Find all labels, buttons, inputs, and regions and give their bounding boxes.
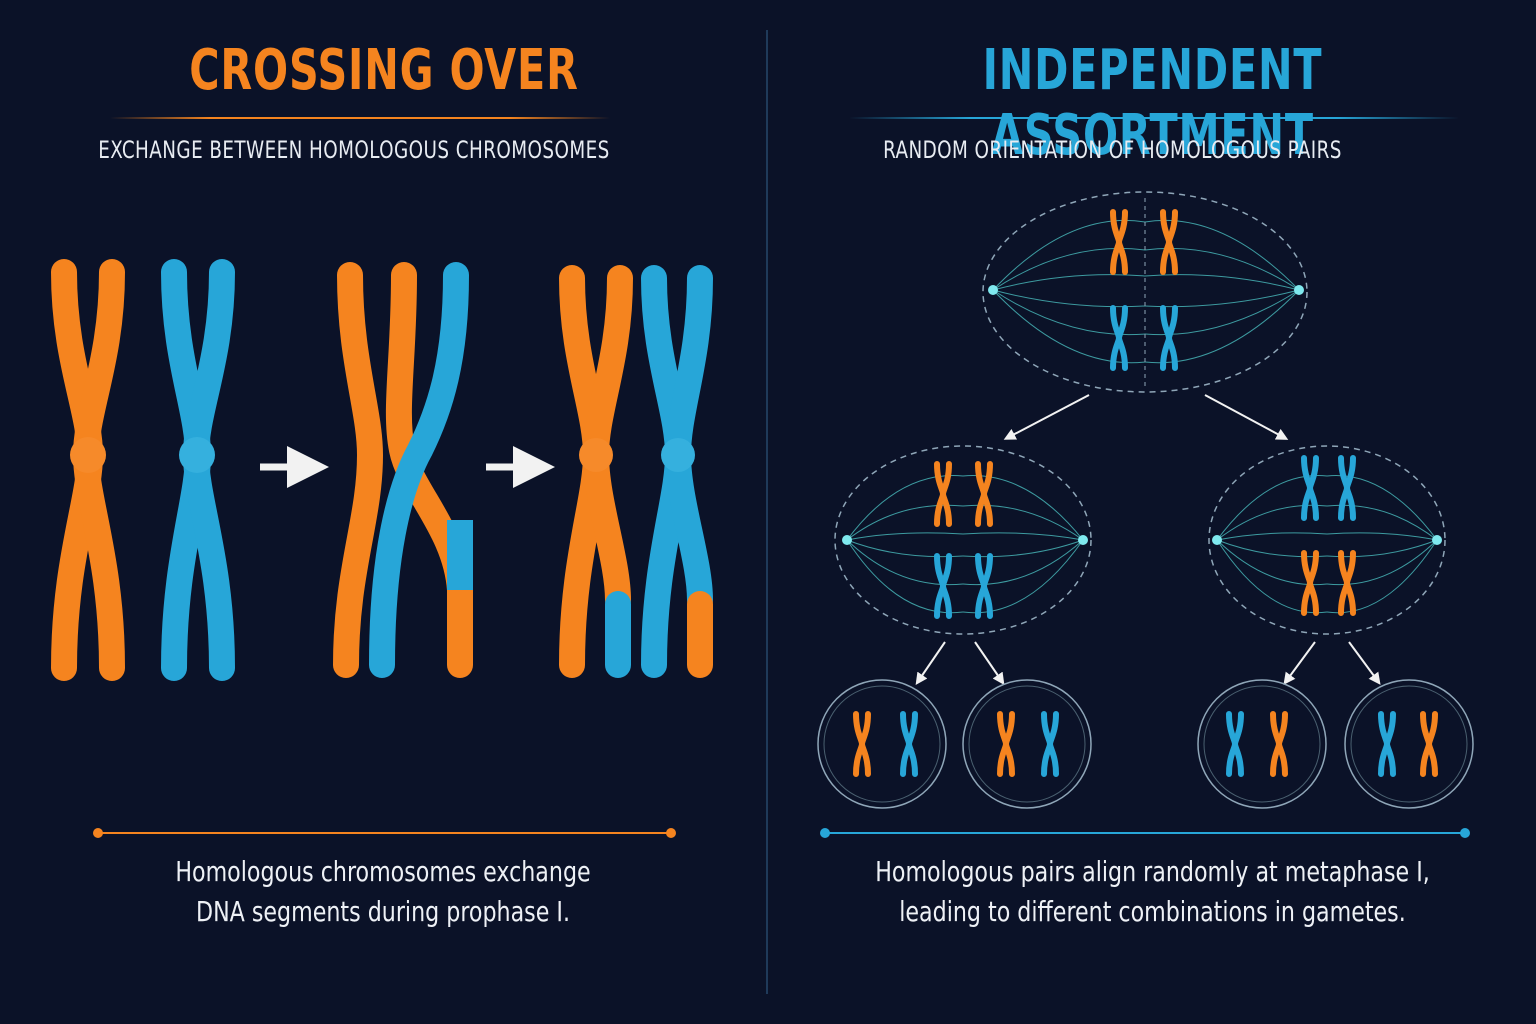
arrow-icon [1348, 641, 1381, 685]
crossing-over-panel: CROSSING OVER EXCHANGE BETWEEN HOMOLOGOU… [45, 38, 721, 932]
rule-end-dot [666, 828, 676, 838]
arrow-icon [1283, 641, 1316, 685]
rule-end-dot [1460, 828, 1470, 838]
rule-end-dot [820, 828, 830, 838]
crossing-over-bottom-rule [98, 832, 671, 834]
caption-line: Homologous chromosomes exchange [175, 855, 591, 888]
stage1-orange-centromere [70, 437, 106, 473]
spindle-fibers [992, 219, 1300, 364]
centrosome-icon [842, 535, 852, 545]
stage3-blue-centromere [661, 438, 695, 472]
centrosome-icon [1294, 285, 1304, 295]
centrosome-icon [1212, 535, 1222, 545]
metaphase-cell-right [1208, 445, 1446, 635]
crossing-over-subtitle: EXCHANGE BETWEEN HOMOLOGOUS CHROMOSOMES [98, 136, 610, 164]
gamete-cell [1197, 679, 1327, 809]
stage1-blue-centromere [179, 437, 215, 473]
independent-assortment-panel: INDEPENDENT ASSORTMENT RANDOM ORIENTATIO… [769, 0, 1536, 1024]
independent-assortment-bottom-rule [825, 832, 1465, 834]
independent-assortment-title: INDEPENDENT ASSORTMENT [982, 38, 1323, 168]
independent-assortment-subtitle: RANDOM ORIENTATION OF HOMOLOGOUS PAIRS [883, 136, 1342, 164]
caption-line: leading to different combinations in gam… [899, 895, 1406, 928]
centrosome-icon [1432, 535, 1442, 545]
stage3-orange-centromere [579, 438, 613, 472]
rule-end-dot [93, 828, 103, 838]
gamete-cell [962, 679, 1092, 809]
independent-assortment-caption: Homologous pairs align randomly at metap… [815, 852, 1490, 932]
arrow-icon [1204, 394, 1289, 440]
stage3-recombined-orange [559, 265, 633, 678]
caption-line: DNA segments during prophase I. [196, 895, 570, 928]
arrow-icon [974, 641, 1005, 685]
independent-assortment-illustration [817, 191, 1474, 809]
metaphase-cell-left [834, 445, 1092, 635]
stage1-blue-chromosome [161, 259, 235, 681]
independent-assortment-title-rule [849, 117, 1459, 119]
arrow-icon [1003, 394, 1090, 440]
gamete-cell [817, 679, 947, 809]
stage3-recombined-blue [641, 265, 713, 678]
crossing-over-title: CROSSING OVER [189, 38, 579, 103]
caption-line: Homologous pairs align randomly at metap… [875, 855, 1430, 888]
stage1-orange-chromosome [51, 259, 125, 681]
metaphase-cell-top [982, 191, 1308, 393]
crossing-over-title-rule [110, 117, 610, 119]
centrosome-icon [988, 285, 998, 295]
arrow-icon [915, 641, 946, 685]
crossing-over-caption: Homologous chromosomes exchange DNA segm… [45, 852, 721, 932]
gamete-cell [1344, 679, 1474, 809]
centrosome-icon [1078, 535, 1088, 545]
stage2-crossing-chromosomes [333, 262, 473, 678]
panel-divider [766, 30, 768, 994]
crossing-over-illustration [51, 259, 713, 681]
